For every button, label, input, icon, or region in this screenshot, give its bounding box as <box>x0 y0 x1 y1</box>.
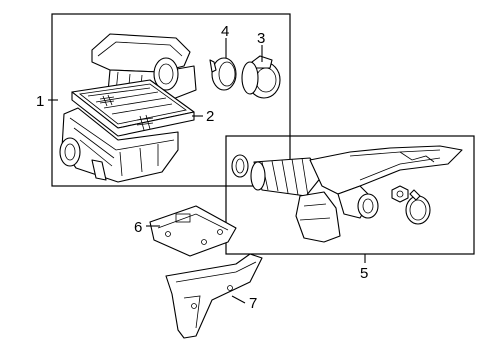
callout-7: 7 <box>249 295 257 312</box>
clamp-ring <box>209 57 237 91</box>
callout-4: 4 <box>221 23 229 40</box>
nut <box>391 185 409 203</box>
support-bracket <box>165 253 263 339</box>
callout-3: 3 <box>257 30 265 47</box>
callout-2: 2 <box>206 108 214 125</box>
air-cleaner-lower-housing <box>59 107 179 183</box>
callout-5: 5 <box>360 265 368 282</box>
leader-7 <box>231 295 246 304</box>
callout-1: 1 <box>36 93 44 110</box>
intake-duct-group-box <box>225 135 475 255</box>
air-filter-element <box>71 79 195 137</box>
callout-6: 6 <box>134 219 142 236</box>
mass-airflow-sensor <box>241 55 281 99</box>
intake-duct <box>231 145 463 243</box>
bracket-plate <box>149 205 237 257</box>
hose-clamp <box>405 189 431 225</box>
